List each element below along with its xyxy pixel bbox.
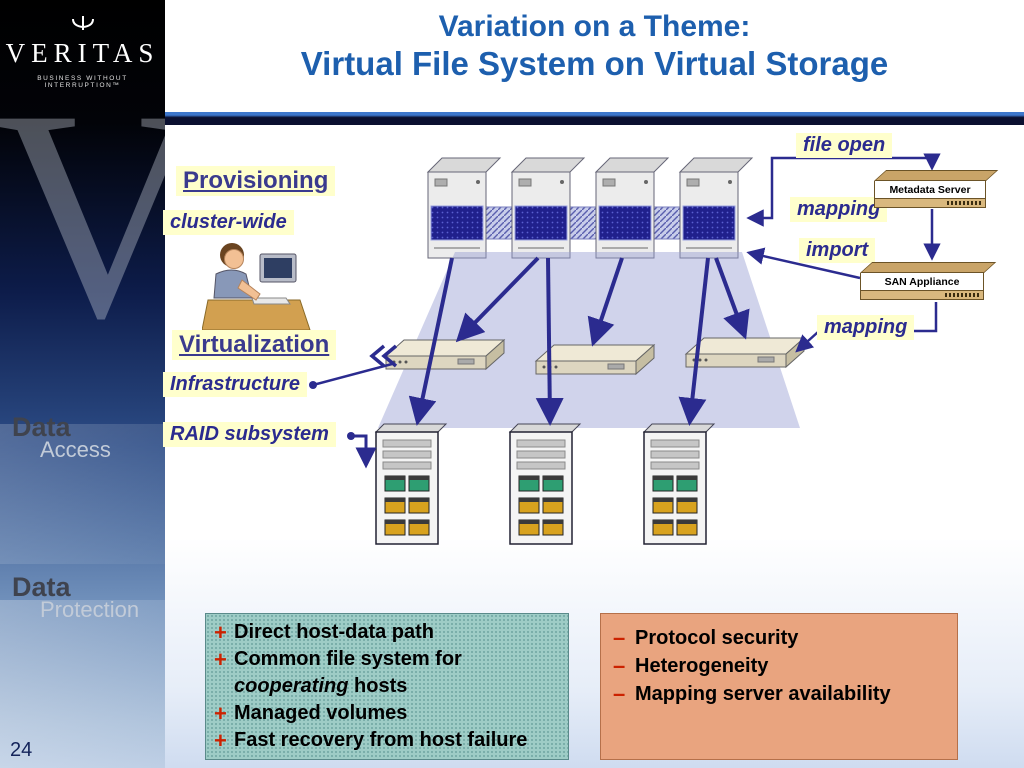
benefit-item: cooperating hosts <box>214 673 560 700</box>
label-mapping-top: mapping <box>790 197 888 222</box>
slide-title: Variation on a Theme: Virtual File Syste… <box>165 10 1024 83</box>
benefit-text-rest: hosts <box>348 675 408 697</box>
benefit-item: + Fast recovery from host failure <box>214 727 560 754</box>
label-cluster-wide: cluster-wide <box>163 210 294 235</box>
infrastructure-connector <box>309 362 393 389</box>
metadata-server-ports <box>874 199 986 208</box>
sidebar-photo-data-access <box>0 424 165 564</box>
label-file-open: file open <box>796 133 893 158</box>
title-line-2: Virtual File System on Virtual Storage <box>300 45 889 82</box>
title-divider-bar <box>165 112 1024 125</box>
metadata-server-top <box>874 170 999 181</box>
benefit-item: + Managed volumes <box>214 700 560 727</box>
plus-bullet: + <box>214 620 227 645</box>
drawback-text: Heterogeneity <box>635 655 769 677</box>
label-mapping-bottom: mapping <box>817 315 915 340</box>
benefit-text: Common file system for <box>234 648 462 670</box>
minus-bullet: – <box>613 625 626 650</box>
drawbacks-box: – Protocol security – Heterogeneity – Ma… <box>600 613 958 760</box>
switch-icon-1 <box>384 338 506 371</box>
veritas-wordmark: VERITAS <box>5 38 160 68</box>
drawback-item: – Protocol security <box>613 624 945 652</box>
cluster-filesystem-band <box>429 206 739 240</box>
san-appliance-top <box>860 262 997 273</box>
switch-icon-2 <box>534 343 656 376</box>
benefit-text-italic: cooperating <box>234 675 349 697</box>
drawback-item: – Heterogeneity <box>613 652 945 680</box>
admin-person-icon <box>201 243 311 331</box>
data-protection-light: Protection <box>40 597 140 622</box>
benefits-box: + Direct host-data path + Common file sy… <box>205 613 569 760</box>
sidebar: V VERITAS BUSINESS WITHOUT INTERRUPTION™… <box>0 0 165 768</box>
data-access-light: Access <box>40 437 111 462</box>
minus-bullet: – <box>613 681 626 706</box>
benefit-text: Fast recovery from host failure <box>234 729 528 751</box>
label-import: import <box>799 238 876 263</box>
server-icon-4 <box>678 157 754 259</box>
server-icon-2 <box>510 157 586 259</box>
label-provisioning: Provisioning <box>176 166 336 196</box>
admin-person-clipart <box>201 240 312 340</box>
veritas-tagline: BUSINESS WITHOUT INTERRUPTION™ <box>37 75 128 89</box>
server-icon-1 <box>426 157 502 259</box>
plus-bullet: + <box>214 701 227 726</box>
virtualization-chevrons-icon <box>369 344 398 368</box>
sidebar-label-data-protection: Data Protection <box>12 572 139 623</box>
drawback-item: – Mapping server availability <box>613 680 945 708</box>
storage-array-icon-1 <box>374 423 448 545</box>
benefit-text: Managed volumes <box>234 702 408 724</box>
switch-icon-3 <box>684 336 806 369</box>
sidebar-photo-data-protection <box>0 600 165 768</box>
label-raid-subsystem: RAID subsystem <box>163 422 336 447</box>
server-icon-3 <box>594 157 670 259</box>
raid-connector <box>347 432 377 469</box>
san-appliance-ports <box>860 291 984 300</box>
sidebar-label-data-access: Data Access <box>12 412 111 463</box>
benefit-item: + Common file system for <box>214 646 560 673</box>
slide-number: 24 <box>10 739 33 761</box>
drawback-text: Protocol security <box>635 627 799 649</box>
title-line-1: Variation on a Theme: <box>438 10 751 43</box>
veritas-logo-mark <box>71 16 94 30</box>
storage-array-icon-3 <box>642 423 716 545</box>
data-access-bold: Data <box>12 412 71 442</box>
data-protection-bold: Data <box>12 572 71 602</box>
label-virtualization: Virtualization <box>172 330 337 360</box>
benefit-text: cooperating hosts <box>234 673 407 700</box>
metadata-server-box: Metadata Server <box>874 170 999 208</box>
drawback-text: Mapping server availability <box>635 683 891 705</box>
minus-bullet: – <box>613 653 626 678</box>
san-appliance-label: SAN Appliance <box>860 273 984 291</box>
metadata-server-label: Metadata Server <box>874 181 986 199</box>
host-data-path-arrows <box>408 256 750 426</box>
plus-bullet: + <box>214 728 227 753</box>
v-watermark: V <box>0 48 165 380</box>
benefit-item: + Direct host-data path <box>214 619 560 646</box>
plus-bullet: + <box>214 647 227 672</box>
benefit-text: Direct host-data path <box>234 621 435 643</box>
storage-array-icon-2 <box>508 423 582 545</box>
san-fabric-band <box>378 252 800 428</box>
san-appliance-box: SAN Appliance <box>860 262 997 300</box>
empty-bullet <box>214 673 234 700</box>
label-infrastructure: Infrastructure <box>163 372 308 397</box>
veritas-logo: VERITAS BUSINESS WITHOUT INTERRUPTION™ <box>0 14 165 89</box>
